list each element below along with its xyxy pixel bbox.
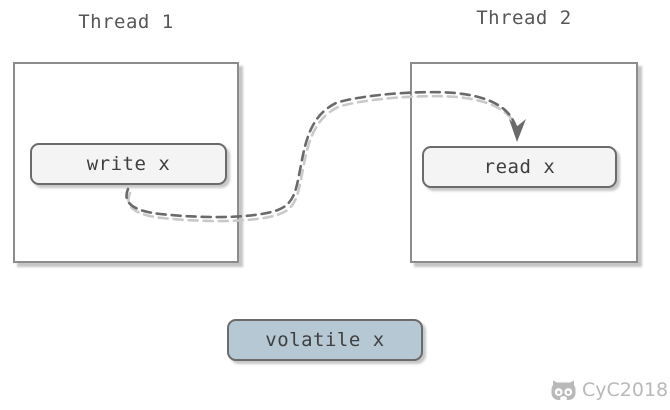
- thread2-title: Thread 2: [476, 7, 572, 29]
- octocat-icon: [551, 380, 576, 402]
- thread1-title: Thread 1: [78, 11, 174, 33]
- volatile-x-node: volatile x: [227, 319, 423, 361]
- watermark: CyC2018: [550, 378, 668, 402]
- write-x-node: write x: [30, 143, 227, 185]
- read-x-node: read x: [422, 146, 617, 188]
- watermark-text: CyC2018: [582, 379, 669, 401]
